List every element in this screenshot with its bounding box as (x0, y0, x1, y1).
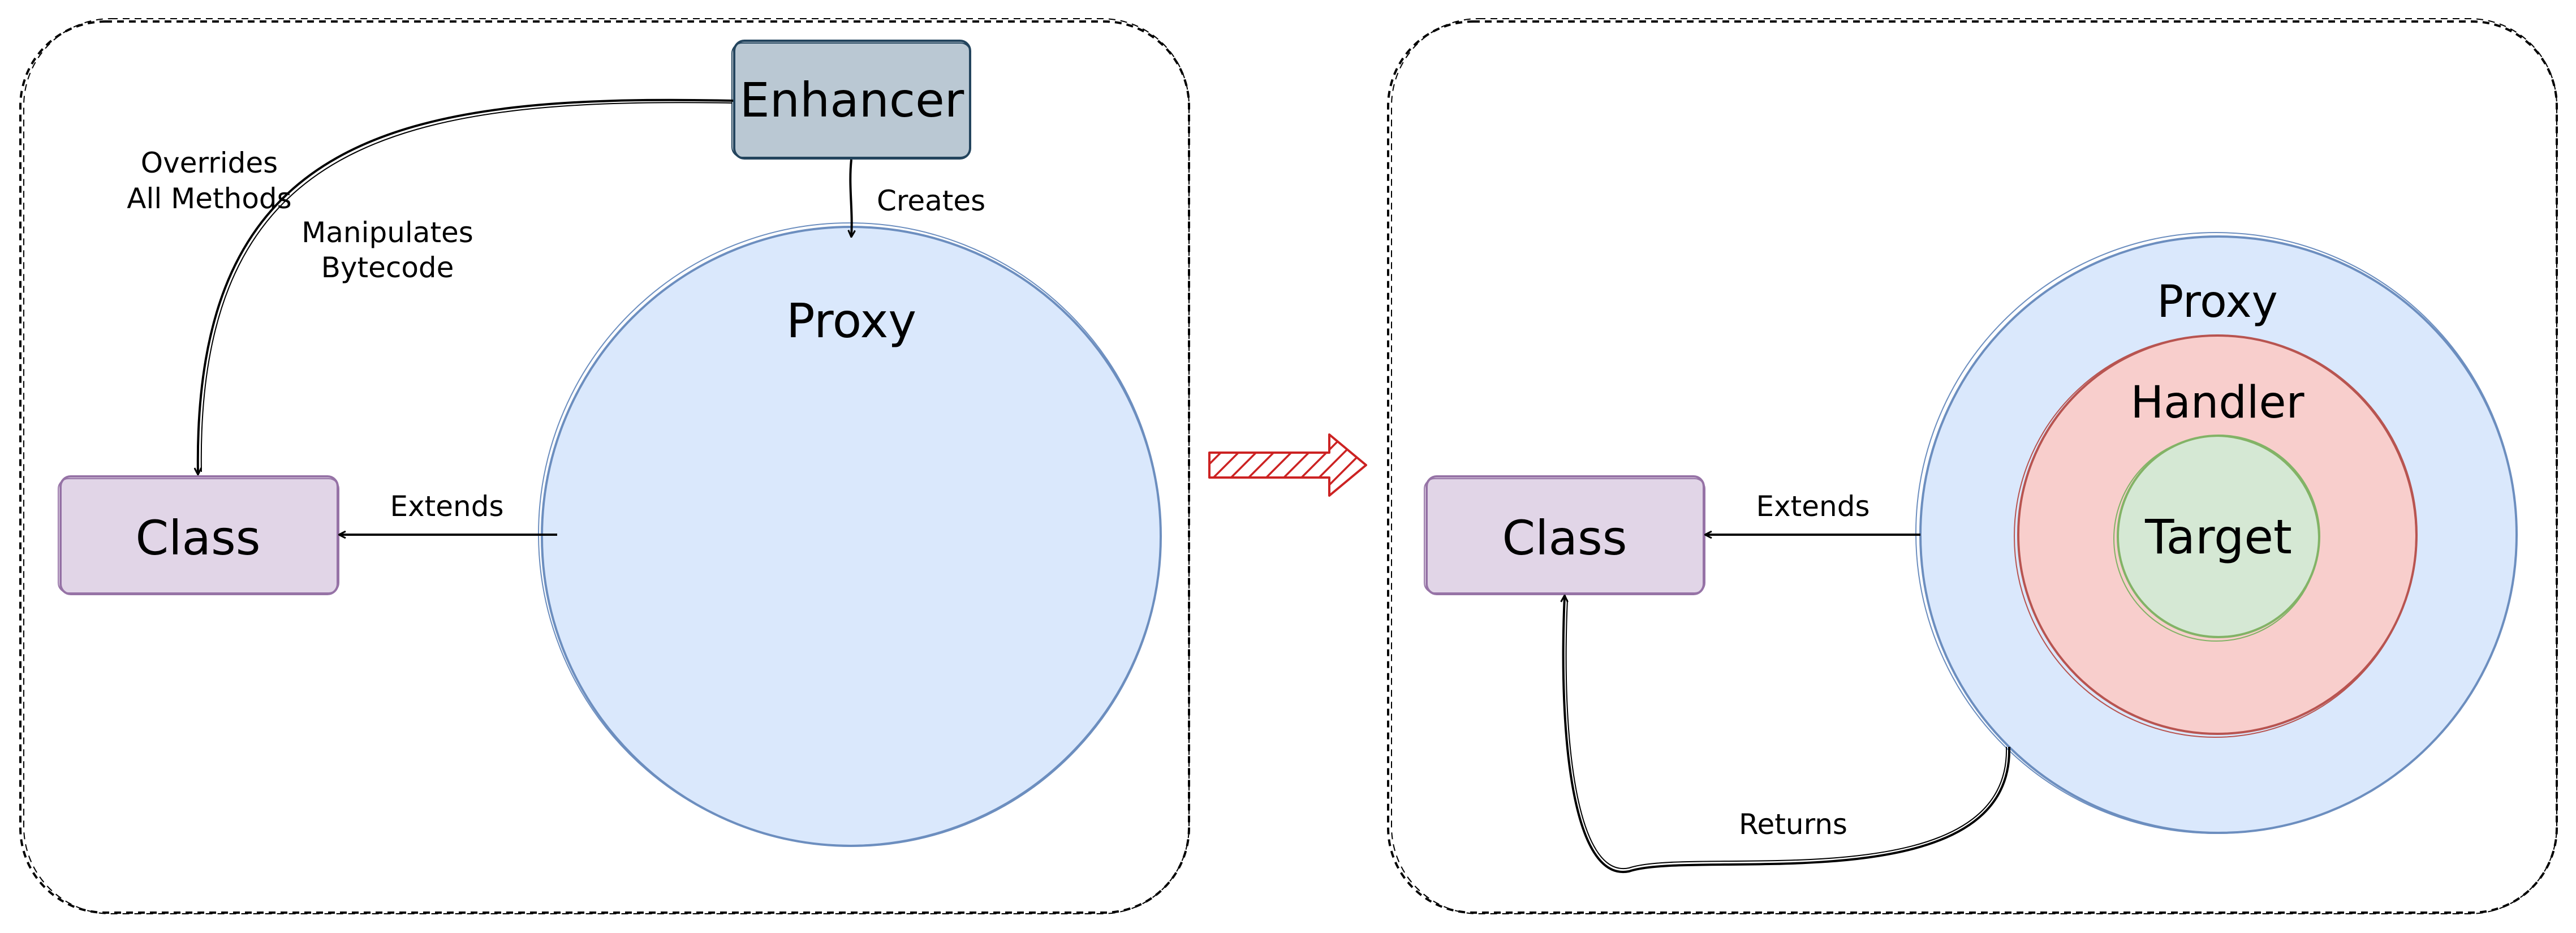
overrides-label-line1: Overrides (141, 147, 278, 179)
right-panel-frame (1387, 20, 2558, 914)
returns-arrow-sketch (1565, 599, 2008, 870)
class-label-right: Class (1502, 510, 1627, 566)
target-circle (2117, 435, 2320, 638)
target-circle-sketch (2113, 436, 2319, 642)
left-panel-frame (19, 20, 1190, 914)
extends-label-left: Extends (390, 490, 503, 523)
overrides-arrow (198, 98, 734, 474)
handler-label: Handler (2130, 377, 2304, 428)
right-panel-frame-sketch (1391, 18, 2557, 914)
proxy-label: Proxy (786, 293, 916, 349)
overrides-label-line2: All Methods (127, 182, 291, 215)
proxy-circle-right-sketch (1915, 232, 2517, 834)
class-box-right (1425, 475, 1705, 595)
class-box-left (59, 475, 339, 595)
extends-label-right: Extends (1756, 490, 1869, 523)
transition-arrow-shape (1208, 433, 1367, 497)
returns-label: Returns (1739, 808, 1847, 841)
manipulates-label-line2: Bytecode (321, 251, 454, 284)
manipulates-label-line1: Manipulates (301, 216, 473, 249)
proxy-label-right: Proxy (2157, 277, 2278, 328)
handler-circle-sketch (2014, 335, 2416, 738)
returns-arrow (1563, 596, 2011, 874)
creates-arrow (850, 159, 851, 237)
right-panel: Proxy Handler Target Class Extends Retur… (1387, 18, 2558, 914)
transition-arrow (1208, 433, 1367, 497)
overrides-arrow-sketch (200, 102, 733, 472)
class-label-left: Class (136, 510, 261, 566)
creates-label: Creates (877, 184, 985, 217)
target-label: Target (2144, 509, 2292, 565)
left-panel-frame-sketch (23, 18, 1190, 914)
left-panel: Proxy Enhancer Class Creates Extends Ove… (19, 18, 1190, 914)
enhancer-label: Enhancer (740, 72, 964, 128)
